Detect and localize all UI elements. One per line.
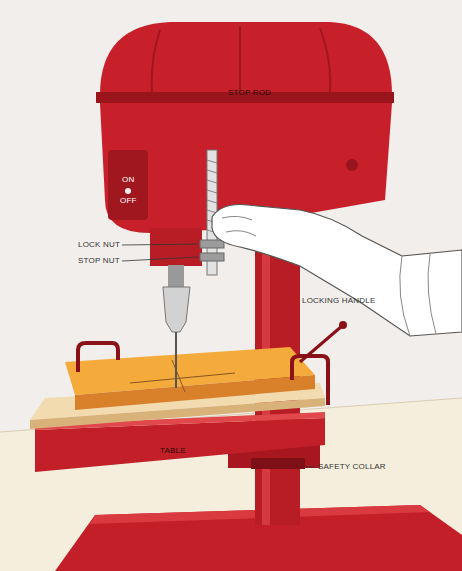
part-label: LOCKING HANDLE <box>302 296 375 306</box>
part-label: TABLE <box>160 446 186 456</box>
part-label: ON <box>122 175 134 185</box>
part-label: OFF <box>120 196 137 206</box>
part-label: STOP NUT <box>78 256 120 266</box>
part-label: SAFETY COLLAR <box>318 462 386 472</box>
part-label: LOCK NUT <box>78 240 120 250</box>
part-label: STOP ROD <box>228 88 271 98</box>
